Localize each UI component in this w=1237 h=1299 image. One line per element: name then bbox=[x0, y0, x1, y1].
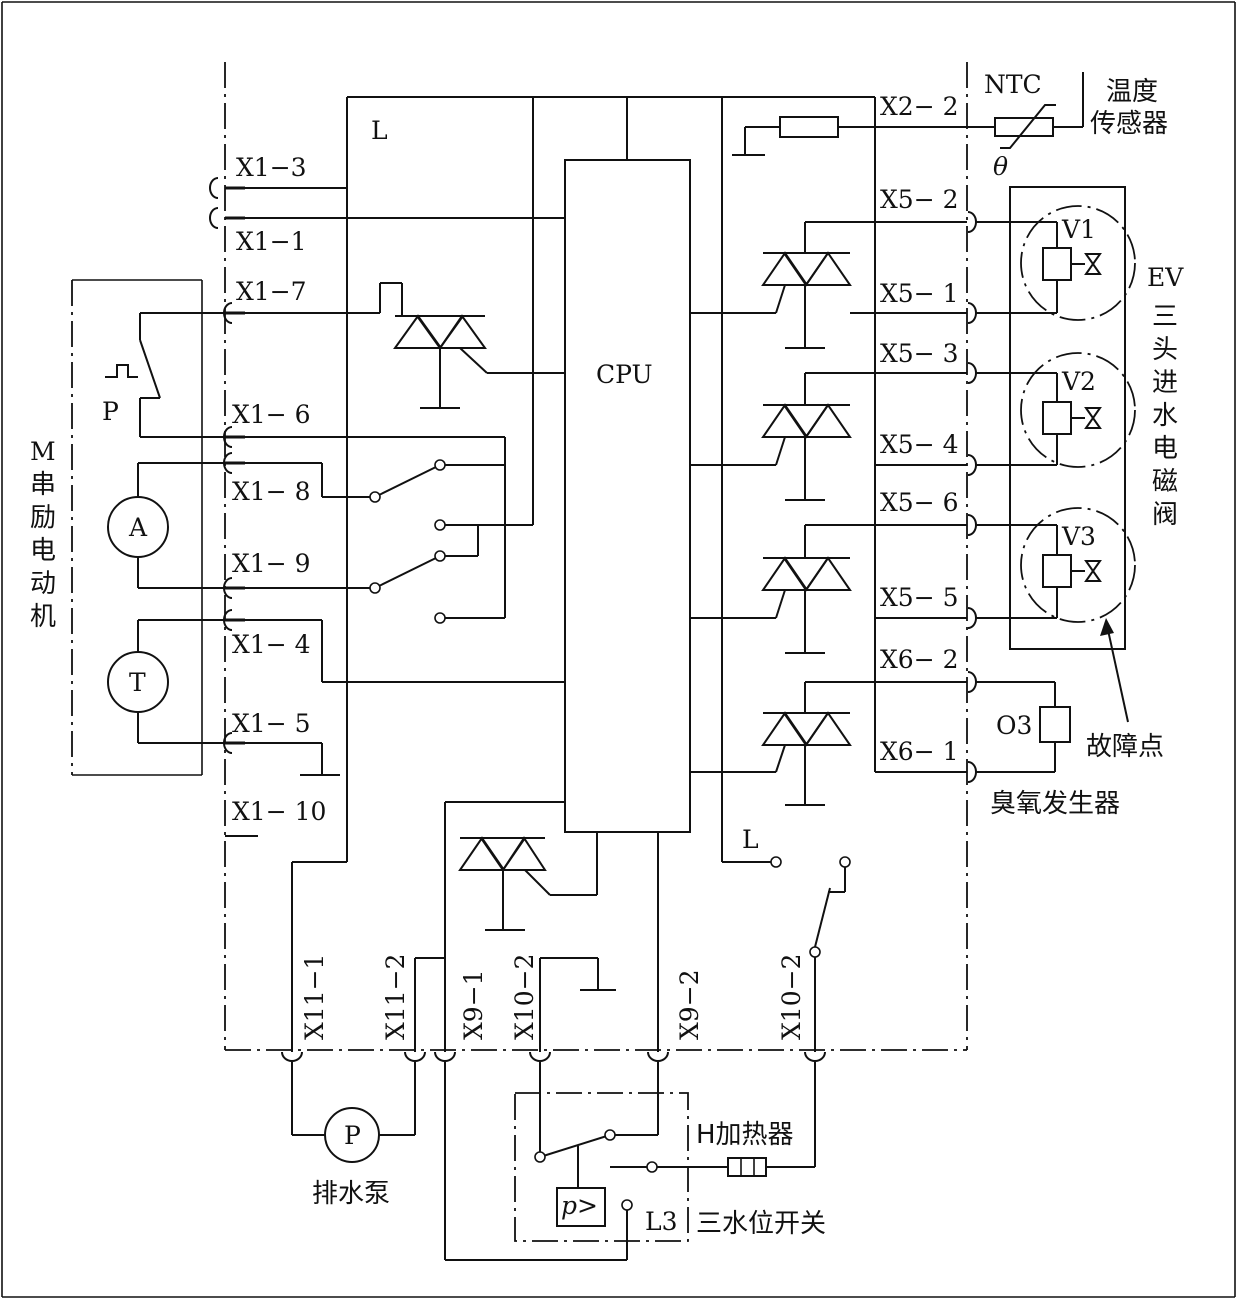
ntc-label: NTC bbox=[984, 70, 1042, 99]
motor-title-6: 机 bbox=[30, 602, 56, 632]
ev-label: EV bbox=[1147, 263, 1184, 292]
a-label: A bbox=[128, 513, 148, 542]
x1-1-label: X1−1 bbox=[236, 227, 307, 256]
cpu-label: CPU bbox=[596, 360, 653, 389]
pressure-label: p> bbox=[561, 1191, 598, 1220]
cpu-block bbox=[564, 159, 691, 833]
temp-sensor-label-1: 温度 bbox=[1106, 77, 1158, 107]
x1-6-label: X1− 6 bbox=[232, 400, 311, 429]
x1-connectors bbox=[209, 177, 245, 754]
x10-2a-label: X10−2 bbox=[510, 954, 539, 1040]
door-switch bbox=[770, 856, 851, 1052]
v2-label: V2 bbox=[1061, 367, 1096, 396]
x1-5-label: X1− 5 bbox=[232, 709, 311, 738]
x1-3-label: X1−3 bbox=[236, 153, 307, 182]
x5-3-label: X5− 3 bbox=[880, 339, 959, 368]
x6-1-label: X6− 1 bbox=[880, 737, 959, 766]
x9-1-label: X9−1 bbox=[459, 969, 488, 1040]
x5-2-label: X5− 2 bbox=[880, 185, 959, 214]
valve-v3 bbox=[976, 507, 1136, 623]
water-switch-label: 三水位开关 bbox=[696, 1209, 826, 1239]
l3-label: L3 bbox=[645, 1207, 678, 1236]
l-switch-label: L bbox=[742, 825, 759, 854]
bottom-wiring bbox=[414, 801, 659, 1052]
triac-v3 bbox=[690, 524, 875, 654]
x5-1-label: X5− 1 bbox=[880, 279, 959, 308]
motor-title-3: 励 bbox=[30, 503, 56, 533]
v1-label: V1 bbox=[1061, 215, 1096, 244]
text-labels: L CPU X1−3 X1−1 X1−7 X1− 6 X1− 8 X1− 9 X… bbox=[30, 70, 1184, 1239]
x1-10-label: X1− 10 bbox=[232, 797, 326, 826]
valve-triacs bbox=[690, 221, 875, 806]
right-wires bbox=[805, 221, 967, 773]
fault-arrow bbox=[1100, 618, 1129, 723]
ozone-label: 臭氧发生器 bbox=[990, 789, 1120, 819]
pump-label: 排水泵 bbox=[312, 1179, 390, 1209]
motor-boundary bbox=[71, 279, 203, 776]
o3-label: O3 bbox=[996, 711, 1032, 740]
valve-v1 bbox=[976, 205, 1136, 321]
x11-2-label: X11−2 bbox=[381, 954, 410, 1040]
drain-pump bbox=[291, 1062, 416, 1163]
right-connectors bbox=[967, 211, 977, 783]
valve-name-char-3: 进 bbox=[1152, 368, 1178, 398]
valve-name-char-6: 磁 bbox=[1152, 467, 1178, 497]
triac-v1 bbox=[690, 221, 875, 349]
motor-title-2: 串 bbox=[30, 470, 56, 500]
x5-6-label: X5− 6 bbox=[880, 488, 959, 517]
motor-title-4: 电 bbox=[30, 536, 56, 566]
l-rail-label: L bbox=[371, 116, 388, 145]
valve-v2 bbox=[976, 352, 1136, 468]
controller-board-boundary bbox=[224, 62, 968, 1051]
water-level-switch bbox=[444, 1062, 816, 1261]
v3-label: V3 bbox=[1061, 522, 1096, 551]
valve-name-char-5: 电 bbox=[1152, 434, 1178, 464]
x2-2-label: X2− 2 bbox=[880, 92, 959, 121]
x9-2-label: X9−2 bbox=[675, 969, 704, 1040]
x6-2-label: X6− 2 bbox=[880, 645, 959, 674]
p-switch-label: P bbox=[102, 397, 119, 426]
triac-o3 bbox=[690, 681, 875, 806]
valve-name-char-4: 水 bbox=[1152, 401, 1178, 431]
x1-9-label: X1− 9 bbox=[232, 549, 311, 578]
ozone-generator bbox=[976, 681, 1071, 773]
left-side-wiring bbox=[225, 187, 565, 837]
pump-symbol-label: P bbox=[344, 1121, 361, 1150]
ntc-resistor-icon bbox=[994, 117, 1054, 137]
motor-internal bbox=[105, 312, 225, 744]
motor-title-1: M bbox=[30, 437, 56, 466]
t-label: T bbox=[129, 668, 146, 697]
fault-label: 故障点 bbox=[1086, 732, 1164, 762]
x10-2b-label: X10−2 bbox=[777, 954, 806, 1040]
bottom-connectors bbox=[281, 1051, 826, 1062]
valve-name-char-1: 三 bbox=[1152, 302, 1178, 332]
valve-name-char-2: 头 bbox=[1152, 335, 1178, 365]
x11-1-label: X11−1 bbox=[300, 954, 329, 1040]
temp-sensor-label-2: 传感器 bbox=[1090, 109, 1168, 139]
theta-label: θ bbox=[993, 152, 1008, 181]
l-rail-wiring bbox=[291, 96, 876, 1052]
heater-icon bbox=[727, 1157, 767, 1177]
x1-4-label: X1− 4 bbox=[232, 630, 311, 659]
x5-4-label: X5− 4 bbox=[880, 430, 959, 459]
x5-5-label: X5− 5 bbox=[880, 583, 959, 612]
ntc-circuit bbox=[732, 72, 1084, 156]
valve-name-char-7: 阀 bbox=[1152, 500, 1178, 530]
motor-triac bbox=[393, 283, 565, 409]
water-valve-ev bbox=[976, 186, 1136, 650]
motor-title-5: 动 bbox=[30, 569, 56, 599]
triac-v2 bbox=[690, 372, 875, 501]
heater-label: H加热器 bbox=[696, 1120, 794, 1150]
x1-8-label: X1− 8 bbox=[232, 477, 311, 506]
reversing-relay bbox=[369, 459, 533, 624]
x1-7-label: X1−7 bbox=[236, 277, 307, 306]
